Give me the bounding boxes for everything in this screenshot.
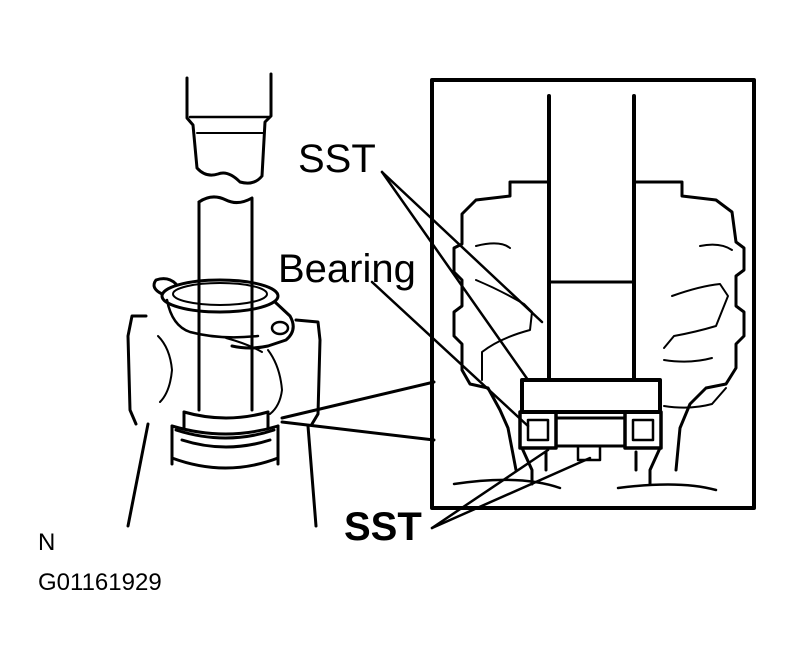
label-sst-top: SST [298, 137, 376, 181]
detail-inset [430, 78, 756, 510]
figure-code: G01161929 [38, 569, 162, 596]
label-bearing: Bearing [278, 247, 416, 291]
label-sst-bottom: SST [344, 505, 422, 549]
steering-housing [126, 277, 322, 528]
sst-shaft [182, 195, 270, 430]
orientation-label: N [38, 529, 55, 556]
press-ram [185, 72, 273, 185]
zoom-callout [280, 380, 436, 442]
leader-lines [370, 170, 592, 530]
